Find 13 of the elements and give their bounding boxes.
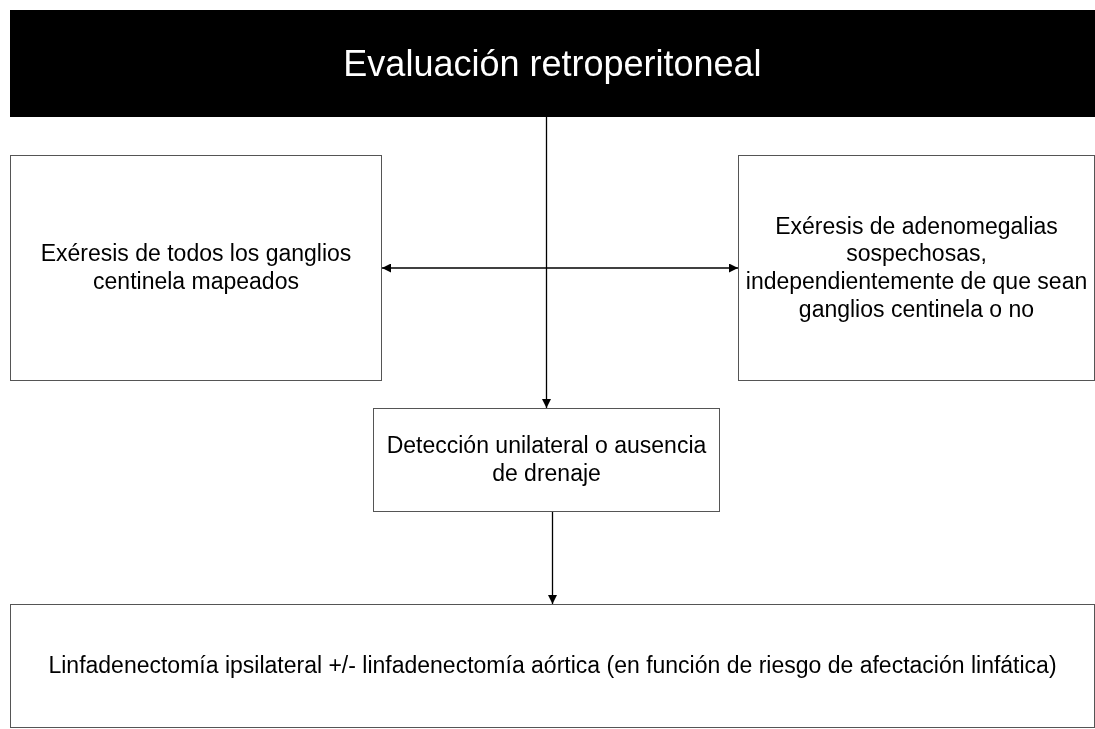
- arrow: [381, 263, 739, 273]
- title-banner: [10, 10, 1095, 117]
- process-box: [10, 155, 382, 381]
- arrow: [548, 511, 557, 605]
- title-text: Evaluación retroperitoneal: [342, 41, 763, 86]
- process-box: [10, 604, 1095, 728]
- process-box: [738, 155, 1095, 381]
- box-text: Linfadenectomía ipsilateral +/- linfadenectomía aórtica (en función de riesgo de afectación linfática): [47, 652, 1058, 680]
- box-text: Exéresis de todos los ganglios centinela mapeados: [39, 240, 353, 296]
- arrow: [542, 116, 551, 409]
- box-text: Detección unilateral o ausencia de drenaje: [385, 432, 708, 488]
- process-box: [373, 408, 720, 512]
- box-text: Exéresis de adenomegalias sospechosas, independientemente de que sean ganglios centinela o no: [744, 212, 1089, 324]
